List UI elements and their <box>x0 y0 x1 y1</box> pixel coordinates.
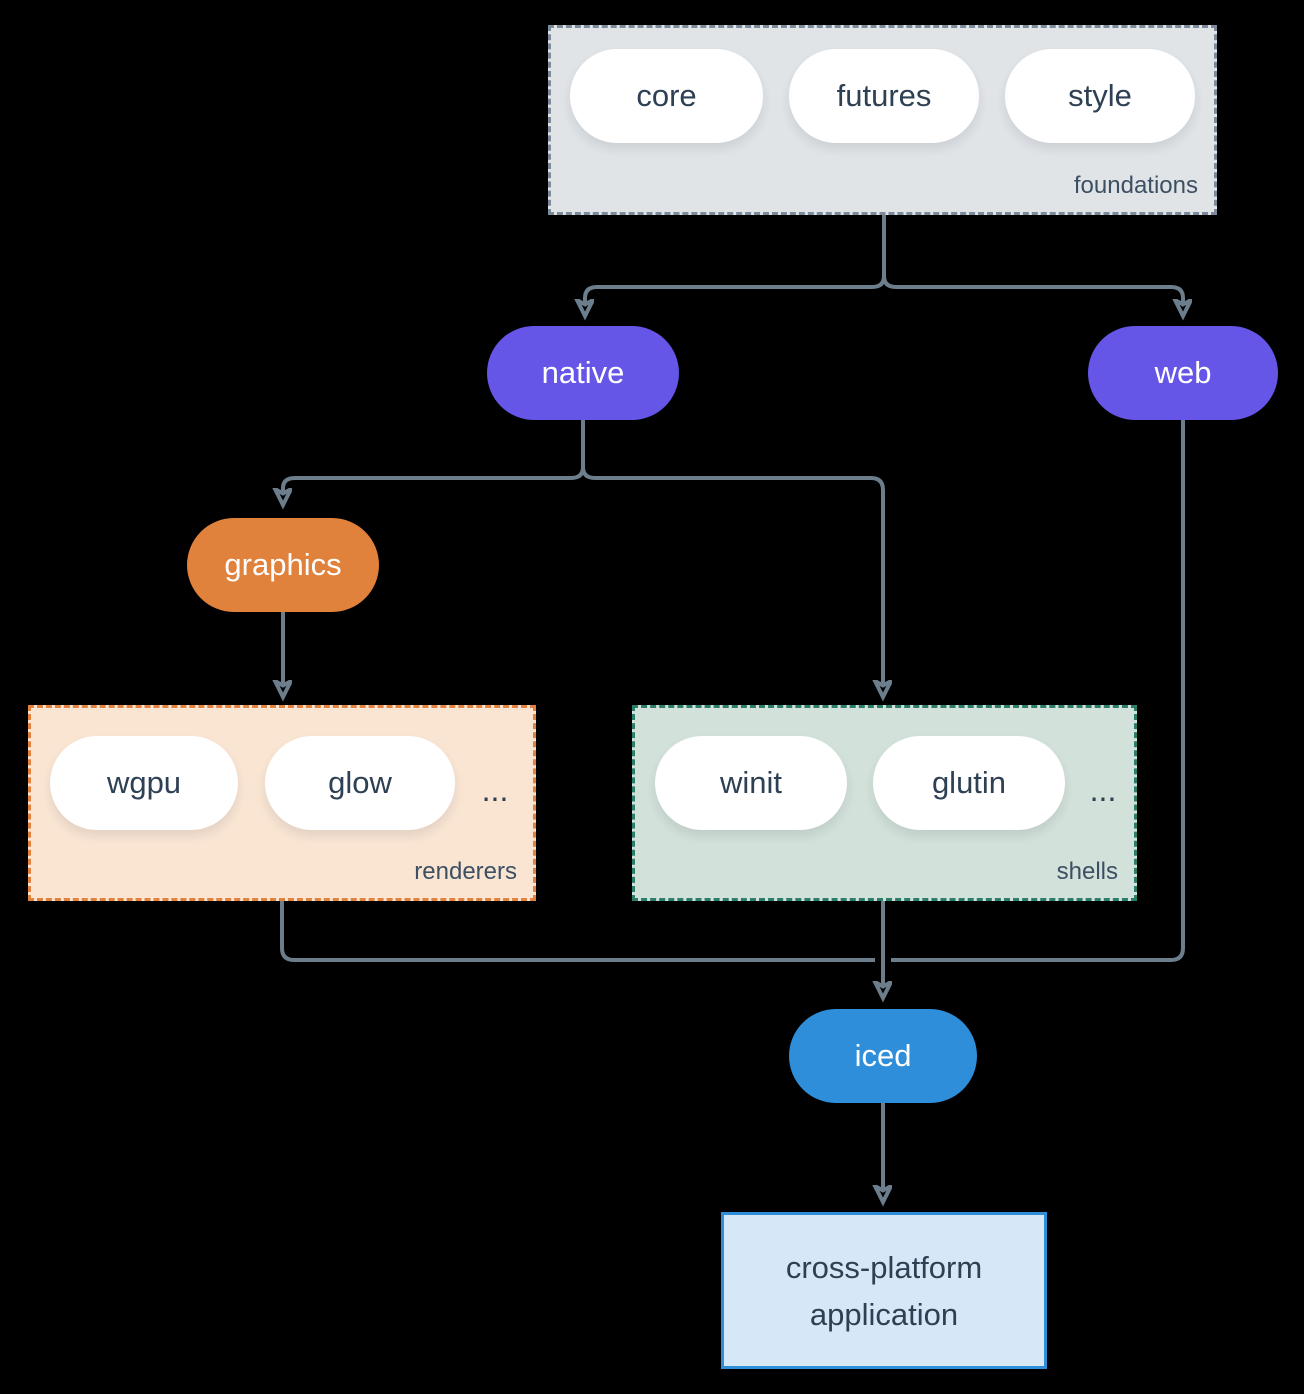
edge-native-shells <box>581 466 883 683</box>
renderers-ellipsis: ... <box>481 771 509 808</box>
shells-group: winit glutin ... shells <box>632 705 1137 901</box>
application-label-line2: application <box>809 1296 959 1332</box>
pill-glutin: glutin <box>873 736 1065 830</box>
edge-foundations-web <box>882 275 1183 302</box>
edge-web-merge <box>891 420 1185 962</box>
shells-ellipsis: ... <box>1089 771 1117 808</box>
pill-futures: futures <box>789 49 979 143</box>
pill-winit: winit <box>655 736 847 830</box>
edge-renderers-merge <box>280 901 875 962</box>
pill-wgpu: wgpu <box>50 736 238 830</box>
application-box: cross-platform application <box>721 1212 1047 1369</box>
node-graphics: graphics <box>187 518 379 612</box>
application-label-line1: cross-platform <box>785 1249 983 1285</box>
shells-label: shells <box>1056 858 1118 885</box>
node-iced: iced <box>789 1009 977 1103</box>
pill-glow: glow <box>265 736 455 830</box>
edge-foundations-native <box>585 275 886 302</box>
node-web: web <box>1088 326 1278 420</box>
foundations-group: core futures style foundations <box>548 25 1217 215</box>
edge-native-graphics <box>283 466 585 491</box>
node-native: native <box>487 326 679 420</box>
pill-core: core <box>570 49 763 143</box>
foundations-label: foundations <box>1073 172 1198 199</box>
pill-style: style <box>1005 49 1195 143</box>
renderers-label: renderers <box>414 858 517 885</box>
renderers-group: wgpu glow ... renderers <box>28 705 536 901</box>
